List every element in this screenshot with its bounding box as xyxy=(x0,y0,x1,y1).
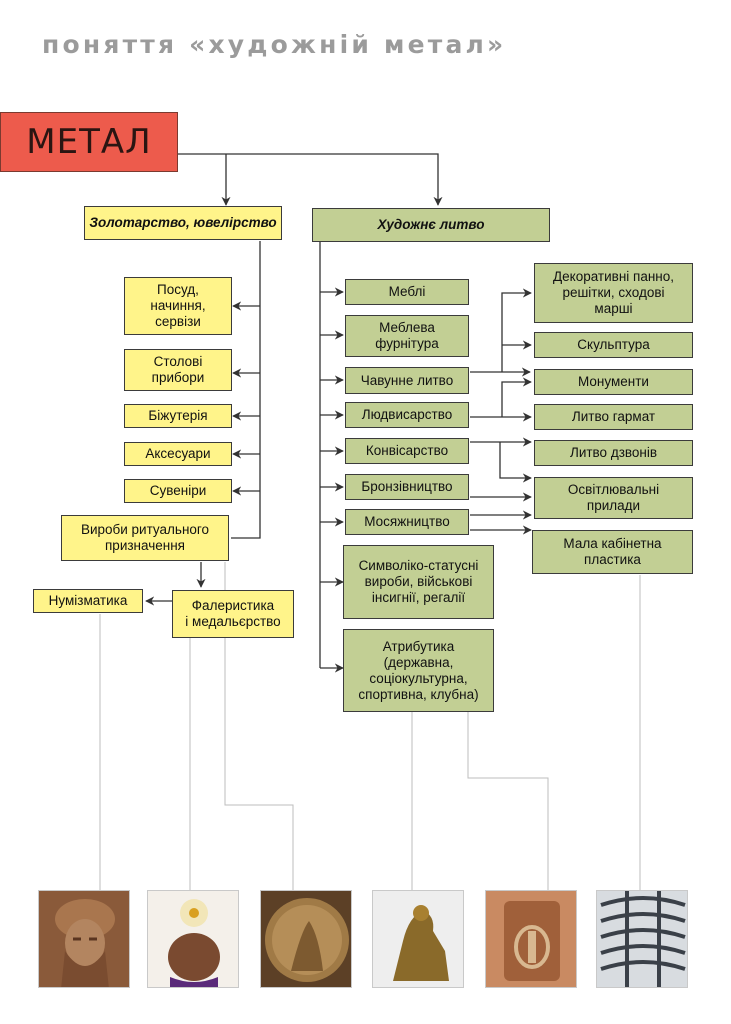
sub-item-small-plastic: Мала кабінетна пластика xyxy=(532,530,693,574)
page-title: поняття «художній метал» xyxy=(42,30,507,59)
right-item-furniture: Меблі xyxy=(345,279,469,305)
right-item-furniture-fittings: Меблева фурнітура xyxy=(345,315,469,357)
railing-image xyxy=(597,891,687,987)
right-item-attributes: Атрибутика (державна, соціокультурна, сп… xyxy=(343,629,494,712)
branch-art-casting: Художнє литво xyxy=(312,208,550,242)
right-item-cast-iron: Чавунне литво xyxy=(345,367,469,394)
left-item-faleristics: Фалеристика і медальєрство xyxy=(172,590,294,638)
right-item-bronze: Бронзівництво xyxy=(345,474,469,500)
flower-pendant-image xyxy=(148,891,238,987)
left-item-cutlery: Столові прибори xyxy=(124,349,232,391)
thumb-flower-pendant xyxy=(147,890,239,988)
thumb-cast-iron-railing xyxy=(596,890,688,988)
thumb-door-handle xyxy=(485,890,577,988)
branch-goldsmithing: Золотарство, ювелірство xyxy=(84,206,282,240)
sub-item-decorative-panels: Декоративні панно, решітки, сходові марш… xyxy=(534,263,693,323)
portrait-relief-image xyxy=(39,891,129,987)
thumb-bronze-lion xyxy=(372,890,464,988)
thumb-medal xyxy=(260,890,352,988)
right-item-symbolic-status: Символіко-статусні вироби, військові інс… xyxy=(343,545,494,619)
sub-item-sculpture: Скульптура xyxy=(534,332,693,358)
sub-item-bell-casting: Литво дзвонів xyxy=(534,440,693,466)
sub-item-monuments: Монументи xyxy=(534,369,693,395)
left-item-numismatics: Нумізматика xyxy=(33,589,143,613)
bronze-lion-image xyxy=(373,891,463,987)
sub-item-lighting: Освітлювальні прилади xyxy=(534,477,693,519)
thumb-portrait-relief xyxy=(38,890,130,988)
left-item-accessories: Аксесуари xyxy=(124,442,232,466)
right-item-bell-founding: Людвисарство xyxy=(345,402,469,428)
right-item-brass: Мосяжництво xyxy=(345,509,469,535)
door-handle-image xyxy=(486,891,576,987)
left-item-bijouterie: Біжутерія xyxy=(124,404,232,428)
sub-item-cannon-casting: Литво гармат xyxy=(534,404,693,430)
root-metal-box: МЕТАЛ xyxy=(0,112,178,172)
left-item-ritual: Вироби ритуального призначення xyxy=(61,515,229,561)
medal-image xyxy=(261,891,351,987)
left-item-tableware: Посуд, начиння, сервізи xyxy=(124,277,232,335)
right-item-pewter: Конвісарство xyxy=(345,438,469,464)
left-item-souvenirs: Сувеніри xyxy=(124,479,232,503)
